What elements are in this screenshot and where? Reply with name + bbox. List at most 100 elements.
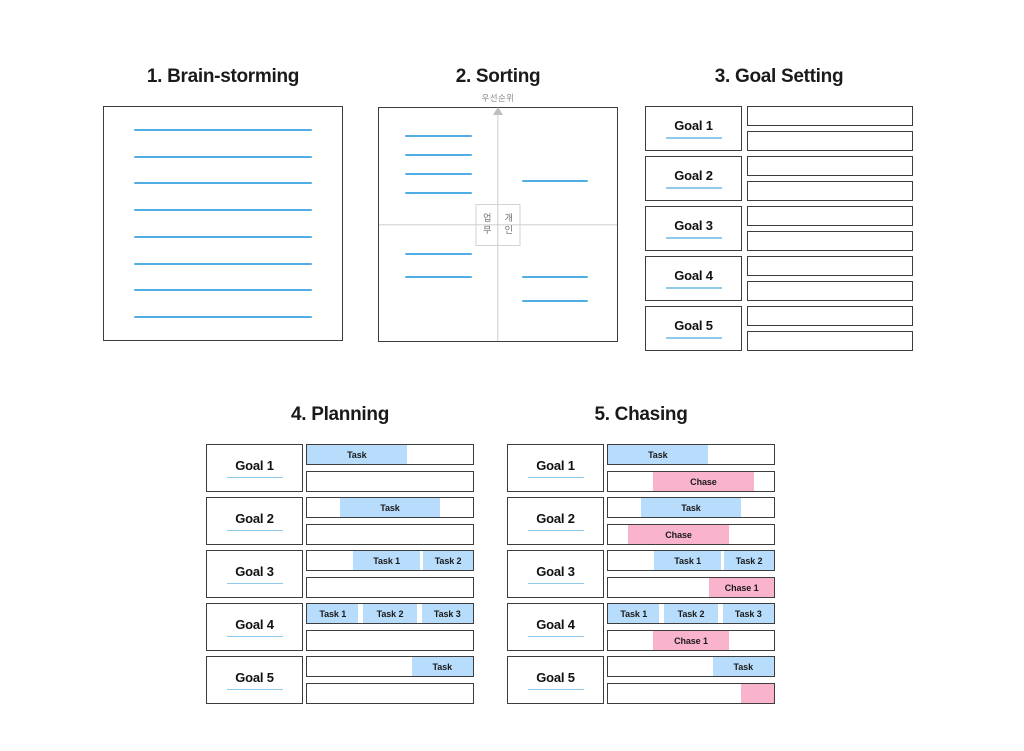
task-bar[interactable]: Task	[641, 498, 741, 517]
chasing-chase-track-4[interactable]: Chase 1	[607, 630, 775, 651]
planning-task-track-1[interactable]: Task	[306, 444, 474, 465]
chase-bar[interactable]	[740, 684, 774, 703]
brainstorming-box[interactable]	[103, 106, 343, 341]
chase-bar[interactable]: Chase 1	[709, 578, 774, 597]
goal-setting-goal-label-2[interactable]: Goal 2	[645, 156, 742, 201]
task-bar[interactable]: Task 3	[722, 604, 774, 623]
planning-goal-label-3[interactable]: Goal 3	[206, 550, 303, 598]
goal-slot-group	[747, 206, 913, 251]
task-bar[interactable]: Task 2	[724, 551, 774, 570]
sorting-line-top-left[interactable]	[405, 173, 472, 175]
planning-goal-label-1[interactable]: Goal 1	[206, 444, 303, 492]
goal-setting-goal-label-4[interactable]: Goal 4	[645, 256, 742, 301]
chasing-task-track-2[interactable]: Task	[607, 497, 775, 518]
sorting-line-bottom-left[interactable]	[405, 276, 472, 278]
chasing-goal-label-1[interactable]: Goal 1	[507, 444, 604, 492]
chasing-goal-label-2[interactable]: Goal 2	[507, 497, 604, 545]
planning-goal-label-5[interactable]: Goal 5	[206, 656, 303, 704]
task-bar[interactable]: Task 1	[608, 604, 660, 623]
planning-chase-track-2[interactable]	[306, 524, 474, 545]
chasing-goal-label-4[interactable]: Goal 4	[507, 603, 604, 651]
chasing-task-track-5[interactable]: Task	[607, 656, 775, 677]
sorting-line-bottom-left[interactable]	[405, 253, 472, 255]
goal-entry-field[interactable]	[747, 281, 913, 301]
task-bar[interactable]: Task 3	[421, 604, 473, 623]
goal-setting-goal-label-3[interactable]: Goal 3	[645, 206, 742, 251]
planning-task-track-2[interactable]: Task	[306, 497, 474, 518]
chasing-goal-label-3[interactable]: Goal 3	[507, 550, 604, 598]
quadrant-center-legend: 업 무 개 인	[475, 203, 521, 246]
goal-entry-field[interactable]	[747, 206, 913, 226]
sorting-line-bottom-right[interactable]	[521, 276, 589, 278]
goal-entry-field[interactable]	[747, 306, 913, 326]
goal-underline	[527, 582, 584, 585]
sorting-line-top-left[interactable]	[405, 135, 472, 137]
task-bar[interactable]: Task	[608, 445, 708, 464]
chase-bar[interactable]: Chase	[627, 525, 730, 544]
legend-work: 업 무	[477, 205, 499, 245]
goal-setting-row: Goal 2	[645, 156, 913, 201]
chasing-chase-track-5[interactable]	[607, 683, 775, 704]
brainstorm-line[interactable]	[134, 315, 312, 318]
planning-chase-track-1[interactable]	[306, 471, 474, 492]
chase-bar[interactable]: Chase 1	[652, 631, 730, 650]
goal-entry-field[interactable]	[747, 256, 913, 276]
task-bar[interactable]: Task 1	[307, 604, 359, 623]
task-bar[interactable]: Task 2	[363, 604, 417, 623]
planning-chase-track-3[interactable]	[306, 577, 474, 598]
axis-priority-label: 우선순위	[481, 93, 515, 103]
goal-label-text: Goal 1	[536, 457, 575, 473]
chasing-task-track-1[interactable]: Task	[607, 444, 775, 465]
chasing-chase-track-3[interactable]: Chase 1	[607, 577, 775, 598]
goal-setting-goal-label-5[interactable]: Goal 5	[645, 306, 742, 351]
task-bar[interactable]: Task	[411, 657, 473, 676]
legend-work-char-2: 무	[483, 224, 492, 235]
planning-goal-label-4[interactable]: Goal 4	[206, 603, 303, 651]
goal-setting-goal-label-1[interactable]: Goal 1	[645, 106, 742, 151]
sorting-line-bottom-right[interactable]	[521, 300, 589, 302]
panel-title-sorting: 2. Sorting	[455, 66, 541, 87]
goal-label-text: Goal 2	[674, 168, 713, 184]
task-bar[interactable]: Task 1	[654, 551, 721, 570]
goal-entry-field[interactable]	[747, 106, 913, 126]
task-bar[interactable]: Task	[307, 445, 407, 464]
brainstorm-line[interactable]	[134, 129, 312, 131]
goal-underline	[226, 476, 283, 479]
goal-entry-field[interactable]	[747, 331, 913, 351]
brainstorm-line[interactable]	[134, 209, 312, 212]
sorting-matrix[interactable]: 업 무 개 인	[378, 107, 618, 342]
sorting-line-top-right[interactable]	[521, 180, 589, 182]
chase-bar[interactable]: Chase	[652, 472, 755, 491]
brainstorm-line[interactable]	[134, 155, 312, 158]
planning-task-track-5[interactable]: Task	[306, 656, 474, 677]
sorting-line-top-left[interactable]	[405, 154, 472, 156]
planning-chase-track-4[interactable]	[306, 630, 474, 651]
sorting-line-top-left[interactable]	[405, 192, 472, 194]
planning-track-group: Task	[306, 497, 474, 545]
goal-entry-field[interactable]	[747, 131, 913, 151]
task-bar[interactable]: Task 1	[353, 551, 420, 570]
task-bar[interactable]: Task 2	[664, 604, 718, 623]
brainstorm-line[interactable]	[134, 235, 312, 238]
task-bar[interactable]: Task 2	[423, 551, 473, 570]
planning-chase-track-5[interactable]	[306, 683, 474, 704]
goal-entry-field[interactable]	[747, 181, 913, 201]
chasing-chase-track-1[interactable]: Chase	[607, 471, 775, 492]
goal-entry-field[interactable]	[747, 156, 913, 176]
chasing-goal-label-5[interactable]: Goal 5	[507, 656, 604, 704]
goal-entry-field[interactable]	[747, 231, 913, 251]
task-bar[interactable]: Task	[712, 657, 774, 676]
legend-personal: 개 인	[498, 205, 520, 245]
planning-goal-label-2[interactable]: Goal 2	[206, 497, 303, 545]
brainstorm-line[interactable]	[134, 262, 312, 265]
chasing-chase-track-2[interactable]: Chase	[607, 524, 775, 545]
brainstorm-line[interactable]	[134, 289, 312, 292]
task-bar[interactable]: Task	[340, 498, 440, 517]
brainstorm-line[interactable]	[134, 182, 312, 185]
